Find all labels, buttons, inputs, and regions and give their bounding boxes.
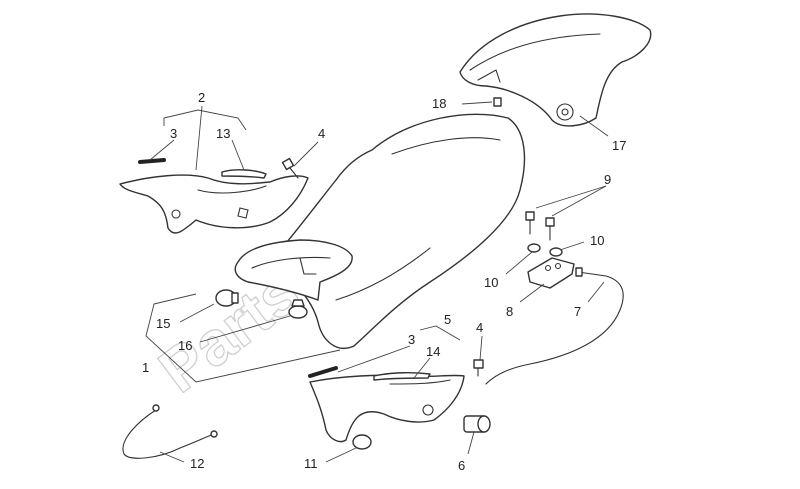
rear-seat-cowl (459, 13, 652, 127)
callout-10-right: 10 (590, 233, 604, 248)
callout-1: 1 (142, 360, 149, 375)
screw-18 (493, 97, 502, 107)
seal-strip-14 (373, 371, 431, 381)
upper-side-cover (119, 174, 309, 234)
lock-barrel-6 (463, 415, 491, 433)
callout-3-lower: 3 (408, 332, 415, 347)
callout-17: 17 (612, 138, 626, 153)
seal-strip-left-lower (308, 366, 338, 378)
screw-4-lower (473, 359, 484, 377)
release-cable-7 (485, 267, 624, 385)
grommet-11 (352, 434, 372, 450)
callout-18: 18 (432, 96, 446, 111)
grab-handle (234, 239, 353, 301)
callout-6: 6 (458, 458, 465, 473)
callout-4-upper: 4 (318, 126, 325, 141)
bolt-9a (525, 211, 535, 235)
callout-9: 9 (604, 172, 611, 187)
screw-4-upper (281, 157, 299, 179)
main-seat (269, 113, 526, 349)
bracket-1 (145, 293, 341, 383)
callout-4-lower: 4 (476, 320, 483, 335)
callout-5: 5 (444, 312, 451, 327)
gear-symbol-icon (556, 103, 574, 121)
callout-13: 13 (216, 126, 230, 141)
bracket-2 (163, 109, 247, 131)
seal-strip-13 (221, 169, 267, 179)
callout-8: 8 (506, 304, 513, 319)
callout-15: 15 (156, 316, 170, 331)
callout-14: 14 (426, 344, 440, 359)
callout-16: 16 (178, 338, 192, 353)
bolt-9b (545, 217, 555, 241)
washer-10b (549, 247, 563, 257)
callout-7: 7 (574, 304, 581, 319)
bracket-5 (419, 325, 461, 341)
lock-plate-8 (527, 257, 575, 289)
rubber-buffer-16 (288, 299, 308, 319)
callout-10-left: 10 (484, 275, 498, 290)
cable-12 (122, 404, 218, 459)
callout-11: 11 (304, 456, 318, 471)
callout-2: 2 (198, 90, 205, 105)
callout-3-upper: 3 (170, 126, 177, 141)
washer-10a (527, 243, 541, 253)
lower-side-cover (309, 374, 465, 443)
leader-lines (149, 101, 609, 463)
rubber-buffer-15 (215, 289, 239, 307)
callout-12: 12 (190, 456, 204, 471)
seal-strip-left-upper (138, 158, 166, 164)
